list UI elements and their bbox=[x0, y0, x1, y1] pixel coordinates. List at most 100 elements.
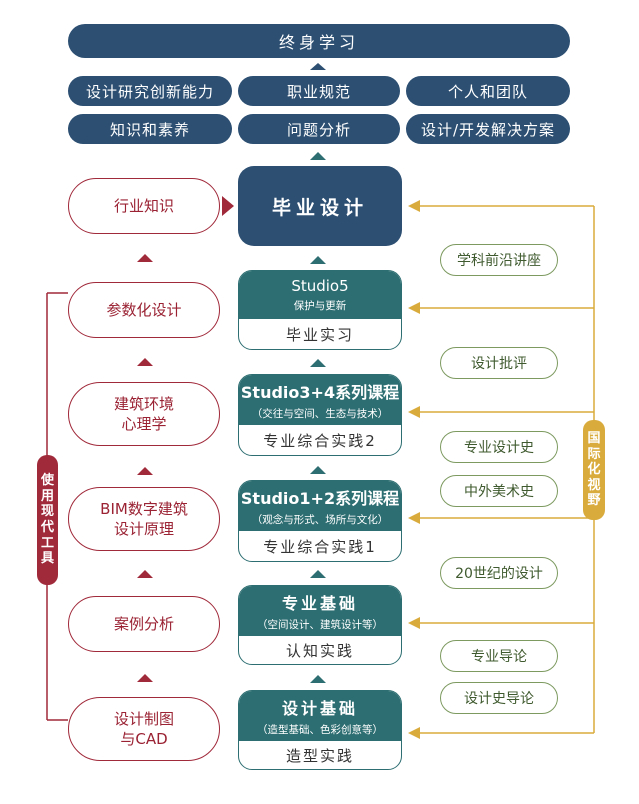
studio34-practice: 专业综合实践2 bbox=[263, 431, 377, 450]
vertical-char: 使 bbox=[40, 473, 54, 489]
vertical-char: 工 bbox=[40, 535, 54, 551]
gold-arrow-studio5 bbox=[408, 302, 420, 314]
design-foundation-header: 设计基础 （造型基础、色彩创意等） bbox=[239, 691, 401, 741]
modern-tools-text: 使用现代工具 bbox=[41, 473, 54, 567]
gold-arrow-design bbox=[408, 727, 420, 739]
header-up-1 bbox=[310, 63, 326, 70]
left-up-5 bbox=[137, 674, 153, 682]
outcome-problem-analysis: 问题分析 bbox=[238, 114, 400, 144]
vertical-char: 具 bbox=[40, 551, 54, 567]
left-item-industry-knowledge: 行业知识 bbox=[68, 178, 220, 234]
vertical-char: 视 bbox=[587, 477, 601, 493]
outcome-professional-norms: 职业规范 bbox=[238, 76, 400, 106]
right-item-design-history: 专业设计史 bbox=[440, 431, 558, 463]
right-item-label: 设计史导论 bbox=[464, 691, 534, 707]
outcome-label: 设计研究创新能力 bbox=[85, 82, 214, 101]
design-foundation-subtitle: （造型基础、色彩创意等） bbox=[257, 724, 383, 736]
left-item-line2: 设计原理 bbox=[113, 520, 174, 538]
studio34-subtitle: （交往与空间、生态与技术） bbox=[251, 408, 389, 420]
studio34-header: Studio3+4系列课程 （交往与空间、生态与技术） bbox=[239, 375, 401, 425]
vertical-char: 现 bbox=[40, 504, 54, 520]
modern-tools-label: 使用现代工具 bbox=[37, 455, 58, 585]
left-item-line1: 案例分析 bbox=[113, 614, 174, 633]
left-item-line1: 设计制图 bbox=[113, 709, 174, 728]
left-item-case-analysis: 案例分析 bbox=[68, 596, 220, 652]
left-item-parametric-design: 参数化设计 bbox=[68, 282, 220, 338]
left-up-4 bbox=[137, 570, 153, 578]
red-arrow-industry bbox=[222, 196, 234, 216]
outcome-research-innovation: 设计研究创新能力 bbox=[68, 76, 232, 106]
outcome-label: 职业规范 bbox=[286, 82, 351, 101]
right-item-art-history: 中外美术史 bbox=[440, 475, 558, 507]
outcome-label: 设计/开发解决方案 bbox=[420, 120, 556, 139]
right-item-label: 20世纪的设计 bbox=[455, 566, 543, 582]
gold-arrow-prof bbox=[408, 617, 420, 629]
studio12-practice: 专业综合实践1 bbox=[263, 537, 377, 556]
left-item-line2: 心理学 bbox=[121, 415, 167, 433]
professional-foundation-box: 专业基础 （空间设计、建筑设计等） 认知实践 bbox=[238, 585, 402, 665]
left-up-3 bbox=[137, 467, 153, 475]
left-item-line1: 参数化设计 bbox=[106, 300, 182, 319]
studio5-header: Studio5 保护与更新 bbox=[239, 271, 401, 319]
right-item-20th-century-design: 20世纪的设计 bbox=[440, 557, 558, 589]
professional-foundation-title: 专业基础 bbox=[281, 594, 358, 613]
studio34-box: Studio3+4系列课程 （交往与空间、生态与技术） 专业综合实践2 bbox=[238, 374, 402, 456]
gold-arrow-studio12 bbox=[408, 512, 420, 524]
studio12-subtitle: （观念与形式、场所与文化） bbox=[251, 514, 389, 526]
lifelong-learning-label: 终身学习 bbox=[278, 33, 359, 52]
left-item-line2: 与CAD bbox=[120, 730, 168, 748]
center-up-2 bbox=[310, 359, 326, 367]
outcome-design-solutions: 设计/开发解决方案 bbox=[406, 114, 570, 144]
center-up-4 bbox=[310, 570, 326, 578]
studio12-box: Studio1+2系列课程 （观念与形式、场所与文化） 专业综合实践1 bbox=[238, 480, 402, 562]
design-foundation-box: 设计基础 （造型基础、色彩创意等） 造型实践 bbox=[238, 690, 402, 770]
vertical-char: 野 bbox=[587, 493, 601, 509]
right-item-label: 专业导论 bbox=[471, 649, 527, 665]
studio5-title: Studio5 bbox=[291, 277, 349, 295]
outcome-label: 问题分析 bbox=[286, 120, 351, 139]
cognitive-practice: 认知实践 bbox=[285, 641, 354, 660]
studio5-practice: 毕业实习 bbox=[285, 325, 354, 344]
studio5-subtitle: 保护与更新 bbox=[293, 300, 347, 312]
studio12-header: Studio1+2系列课程 （观念与形式、场所与文化） bbox=[239, 481, 401, 531]
gold-arrow-grad bbox=[408, 200, 420, 212]
right-item-design-history-intro: 设计史导论 bbox=[440, 682, 558, 714]
center-up-0 bbox=[310, 152, 326, 160]
right-item-professional-intro: 专业导论 bbox=[440, 640, 558, 672]
graduation-design-box: 毕业设计 bbox=[238, 166, 402, 246]
vertical-char: 化 bbox=[587, 462, 601, 478]
left-item-line1: BIM数字建筑 bbox=[100, 499, 188, 518]
vertical-char: 代 bbox=[40, 520, 54, 535]
left-up-2 bbox=[137, 358, 153, 366]
international-vision-label: 国际化视野 bbox=[583, 420, 605, 520]
left-item-drafting-cad: 设计制图 与CAD bbox=[68, 697, 220, 761]
center-up-3 bbox=[310, 466, 326, 474]
vertical-char: 国 bbox=[587, 431, 601, 447]
outcome-knowledge-literacy: 知识和素养 bbox=[68, 114, 232, 144]
left-item-line1: 建筑环境 bbox=[113, 394, 174, 413]
gold-arrow-studio34 bbox=[408, 406, 420, 418]
left-up-1 bbox=[137, 254, 153, 262]
right-item-frontier-lectures: 学科前沿讲座 bbox=[440, 244, 558, 276]
design-foundation-title: 设计基础 bbox=[281, 699, 358, 718]
right-item-design-criticism: 设计批评 bbox=[440, 347, 558, 379]
international-vision-text: 国际化视野 bbox=[587, 431, 600, 509]
right-item-label: 设计批评 bbox=[471, 356, 527, 372]
outcome-label: 知识和素养 bbox=[109, 120, 190, 139]
studio34-title: Studio3+4系列课程 bbox=[240, 383, 400, 402]
center-up-5 bbox=[310, 675, 326, 683]
right-item-label: 学科前沿讲座 bbox=[457, 253, 541, 269]
center-up-1 bbox=[310, 256, 326, 264]
outcome-individual-team: 个人和团队 bbox=[406, 76, 570, 106]
modeling-practice: 造型实践 bbox=[285, 746, 354, 765]
lifelong-learning-bar: 终身学习 bbox=[68, 24, 570, 58]
right-item-label: 专业设计史 bbox=[464, 440, 534, 456]
left-item-line1: 行业知识 bbox=[113, 196, 174, 215]
graduation-design-label: 毕业设计 bbox=[271, 196, 368, 219]
right-item-label: 中外美术史 bbox=[464, 484, 534, 500]
vertical-char: 际 bbox=[587, 446, 601, 462]
vertical-char: 用 bbox=[40, 488, 54, 504]
studio12-title: Studio1+2系列课程 bbox=[240, 489, 400, 508]
left-item-bim-design: BIM数字建筑 设计原理 bbox=[68, 487, 220, 551]
